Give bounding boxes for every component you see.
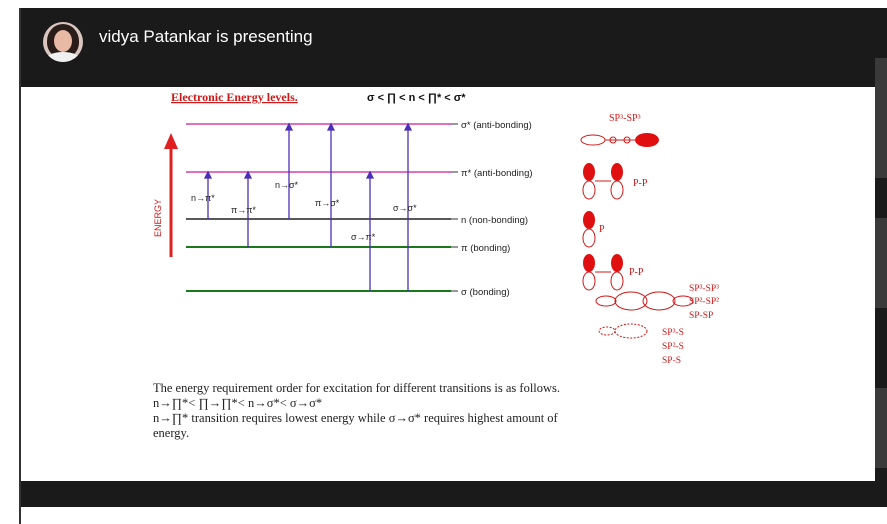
presenter-name-label: vidya Patankar is presenting	[99, 27, 313, 47]
pi-star-label: π* (anti-bonding)	[461, 168, 533, 179]
pi-sigma-star-transition: π→σ*	[315, 198, 340, 208]
participant-thumbnail[interactable]	[875, 58, 887, 178]
sp3-sp3-top-label: SP³-SP³	[609, 113, 641, 124]
sp-sp-orbital-icon	[596, 292, 693, 310]
p-p-label-1: P-P	[633, 178, 648, 189]
p-label: P	[599, 224, 605, 235]
sp3-s-label: SP³-S	[662, 328, 684, 338]
avatar-face	[54, 30, 72, 52]
sp-sp-label: SP-SP	[689, 311, 713, 321]
energy-axis-label: ENERGY	[153, 199, 163, 237]
p-p-label-2: P-P	[629, 267, 644, 278]
energy-arrow-head	[164, 133, 178, 149]
paragraph-line: energy.	[153, 426, 713, 441]
presentation-footer-bar	[21, 481, 887, 507]
n-pi-star-transition: n→π*	[191, 193, 215, 203]
n-label: n (non-bonding)	[461, 215, 528, 226]
sp2-s-label: SP²-S	[662, 342, 684, 352]
sigma-label: σ (bonding)	[461, 287, 510, 298]
sp3-sp3-orbital-icon	[581, 133, 659, 147]
sigma-sigma-star-transition: σ→σ*	[393, 203, 417, 213]
pi-label: π (bonding)	[461, 243, 510, 254]
p-orbital-icon	[583, 211, 595, 247]
slide-explanation-paragraph: The energy requirement order for excitat…	[153, 381, 713, 441]
presentation-header-bar: vidya Patankar is presenting	[21, 8, 887, 87]
slide-title: Electronic Energy levels.	[171, 90, 298, 104]
paragraph-line: n→∏* transition requires lowest energy w…	[153, 411, 713, 426]
sp2-sp2-label: SP²-SP²	[689, 297, 719, 307]
avatar-shoulder	[45, 52, 81, 62]
window-top-border	[0, 0, 887, 8]
presenter-avatar[interactable]	[43, 22, 83, 62]
participant-thumbnail[interactable]	[875, 218, 887, 308]
paragraph-line: n→∏*< ∏→∏*< n→σ*< σ→σ*	[153, 396, 713, 411]
p-p-orbital-icon	[583, 163, 623, 199]
participant-thumbnail-strip[interactable]	[875, 58, 887, 481]
p-p-sideways-orbital-icon	[583, 254, 623, 290]
paragraph-line: The energy requirement order for excitat…	[153, 381, 713, 396]
pi-pi-star-transition: π→π*	[231, 205, 256, 215]
sigma-star-label: σ* (anti-bonding)	[461, 120, 532, 131]
participant-thumbnail[interactable]	[875, 388, 887, 468]
energy-order-formula: σ < ∏ < n < ∏* < σ*	[367, 92, 466, 104]
n-sigma-star-transition: n→σ*	[275, 180, 299, 190]
sp-s-orbital-icon	[599, 324, 647, 338]
sp3-sp3-label: SP³-SP³	[689, 284, 719, 294]
sp-s-label: SP-S	[662, 356, 681, 366]
sigma-pi-star-transition: σ→π*	[351, 232, 376, 242]
